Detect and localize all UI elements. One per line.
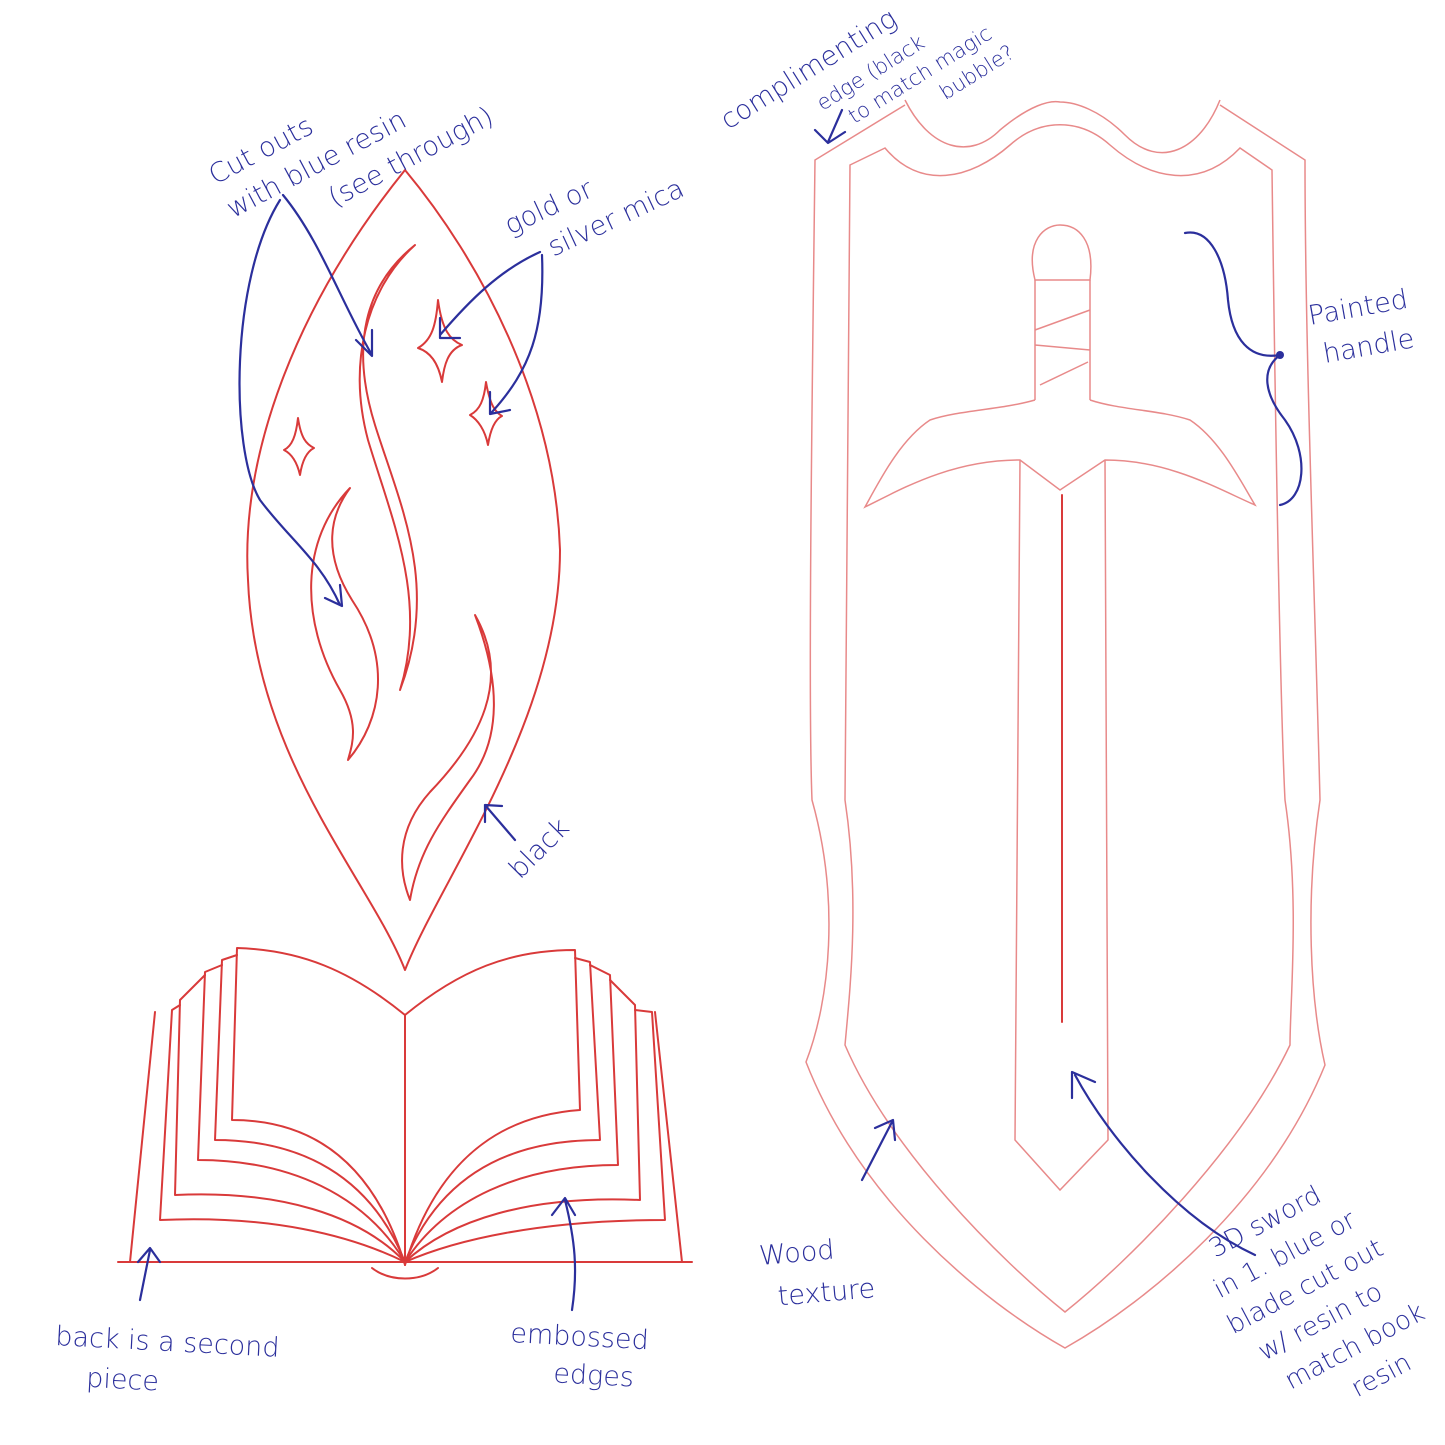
note-black: black [503, 812, 576, 885]
note-line: texture [777, 1273, 877, 1312]
note-line: back is a second [55, 1321, 281, 1364]
open-book [117, 947, 693, 1280]
note-line: handle [1321, 323, 1417, 370]
note-wood: Wood texture [758, 1231, 876, 1314]
note-line: Painted [1306, 284, 1410, 332]
note-line: edges [553, 1358, 635, 1393]
note-edge: complimenting edge (black to match magic… [715, 0, 1018, 211]
sword [863, 224, 1257, 1192]
leaf-outline [246, 169, 561, 971]
note-back: back is a second piece [53, 1321, 289, 1404]
note-cutouts: Cut outs with blue resin (see through) [204, 34, 499, 259]
note-embossed: embossed edges [508, 1318, 658, 1395]
bookmark-outer-edge [805, 99, 1326, 1349]
mica-stars [283, 299, 503, 476]
note-sword: 3D sword in 1. blue or blade cut out w/ … [1187, 1159, 1445, 1441]
flame-cutouts [310, 244, 495, 901]
note-line: piece [85, 1363, 159, 1398]
annotation-arrows [136, 108, 1303, 1312]
bookmark-inner-edge [844, 124, 1295, 1313]
note-line: embossed [510, 1318, 650, 1356]
note-line: Wood [758, 1235, 836, 1272]
note-mica: gold or silver mica [500, 139, 689, 276]
note-handle: Painted handle [1306, 282, 1426, 371]
